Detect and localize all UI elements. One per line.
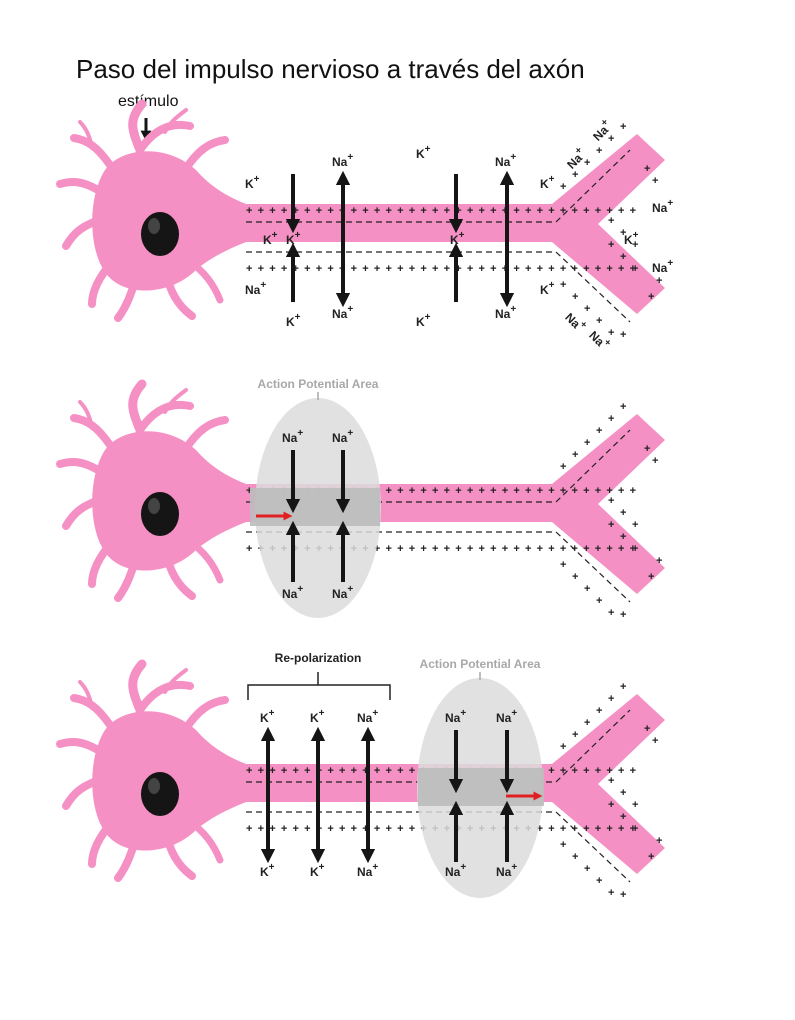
svg-text:K+: K+: [450, 230, 465, 247]
stimulus-label: estímulo: [118, 93, 179, 110]
page-title: Paso del impulso nervioso a través del a…: [76, 54, 585, 84]
svg-text:Na+: Na+: [495, 152, 516, 169]
svg-text:K+: K+: [310, 708, 325, 725]
svg-text:K+: K+: [416, 312, 431, 329]
svg-text:K+: K+: [416, 144, 431, 161]
svg-text:K+: K+: [260, 708, 275, 725]
svg-text:K+: K+: [260, 862, 275, 879]
svg-text:Na+: Na+: [332, 152, 353, 169]
svg-text:K+: K+: [540, 280, 555, 297]
svg-text:Na+: Na+: [652, 258, 673, 275]
svg-text:Na+: Na+: [652, 198, 673, 215]
repolarization-label: Re-polarization: [275, 651, 362, 665]
svg-text:Na+: Na+: [357, 708, 378, 725]
svg-text:Na+: Na+: [357, 862, 378, 879]
action-potential-label-2: Action Potential Area: [420, 657, 541, 671]
svg-text:K+: K+: [310, 862, 325, 879]
repolarization-bracket: [247, 672, 391, 700]
svg-text:K+: K+: [245, 174, 260, 191]
svg-text:K+: K+: [540, 174, 555, 191]
svg-text:K+: K+: [263, 230, 278, 247]
svg-text:Na+: Na+: [495, 304, 516, 321]
svg-text:Na+: Na+: [332, 304, 353, 321]
panel-repolarization: Action Potential Area Re-polarization K+…: [60, 651, 665, 901]
panel-action-potential-1: Action Potential Area Na+ Na+ Na+ Na+: [60, 377, 665, 621]
svg-text:K+: K+: [286, 312, 301, 329]
svg-text:K+: K+: [286, 230, 301, 247]
action-potential-label-1: Action Potential Area: [258, 377, 379, 391]
panel-resting: K+ K+ K+ K+ Na+ Na+ Na+ K+ K+ K+ Na+ Na+…: [60, 104, 673, 353]
svg-text:Na+: Na+: [245, 280, 266, 297]
